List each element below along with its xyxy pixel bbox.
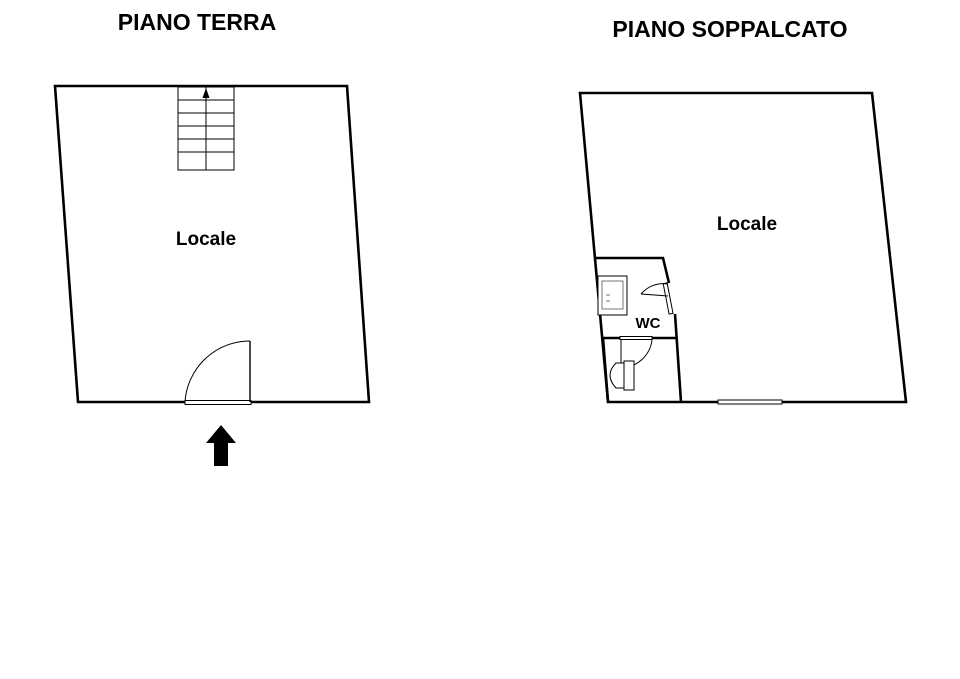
mezzanine-floor-walls: [578, 91, 908, 404]
ground-floor-title: PIANO TERRA: [118, 9, 276, 35]
staircase: [177, 86, 235, 171]
mezzanine-floor-title: PIANO SOPPALCATO: [612, 16, 847, 42]
entrance-arrow-icon: [206, 425, 236, 466]
wc-door: [640, 282, 674, 315]
toilet-icon: [609, 360, 635, 391]
sink-icon: [597, 275, 628, 316]
mezzanine-floor-plan: PIANO SOPPALCATO WC: [578, 16, 908, 405]
ground-floor-walls: [53, 84, 371, 404]
ground-floor-room-label: Locale: [176, 229, 236, 250]
stair-direction-arrow-icon: [202, 88, 210, 98]
mezzanine-room-label: Locale: [717, 214, 777, 235]
wc-top-wall: [595, 256, 671, 284]
wc-room-label: WC: [636, 315, 661, 332]
ground-floor-plan: PIANO TERRA Locale: [53, 9, 371, 466]
mezzanine-window: [717, 399, 783, 405]
wc-inner-wall: [601, 337, 610, 403]
entrance-door: [184, 340, 252, 405]
wc-right-wall: [673, 313, 683, 403]
